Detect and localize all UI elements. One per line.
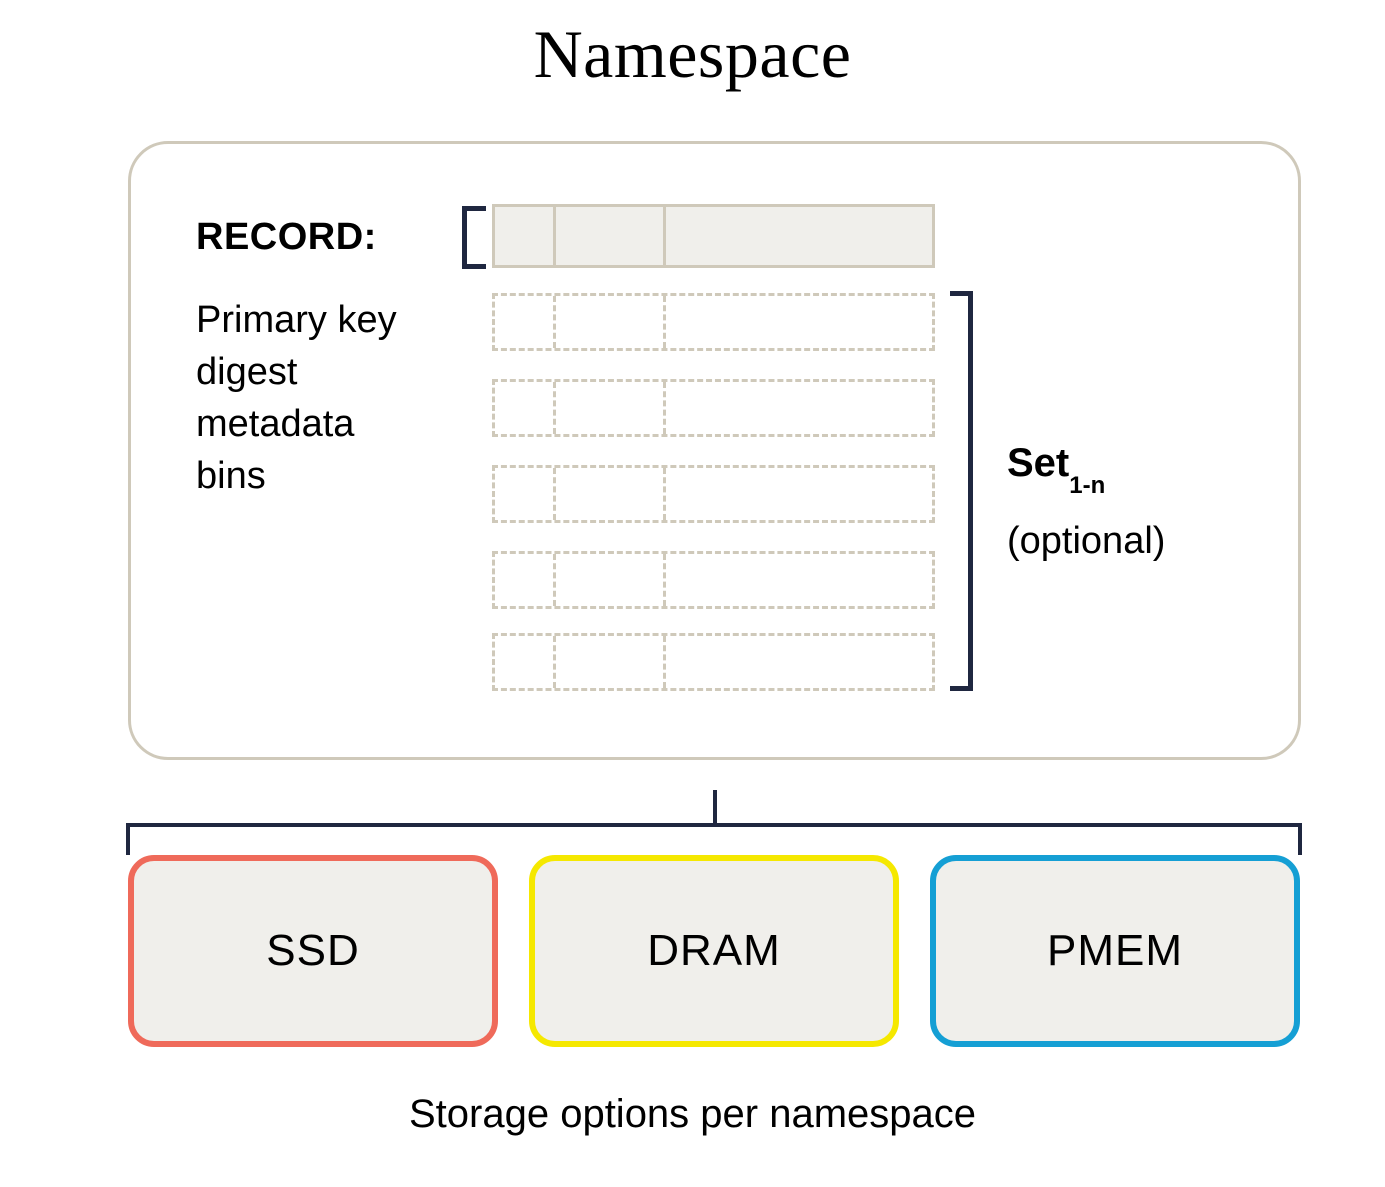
set-label: Set1-n xyxy=(1007,440,1165,501)
set-cell-bins xyxy=(666,296,932,348)
set-cell-primary-key xyxy=(495,296,556,348)
set-cell-primary-key xyxy=(495,554,556,606)
set-cell-digest xyxy=(556,554,666,606)
set-cell-bins xyxy=(666,636,932,688)
square-bracket-close-icon xyxy=(950,291,973,691)
set-record-row xyxy=(492,465,935,523)
set-record-row xyxy=(492,293,935,351)
square-bracket-open-icon xyxy=(462,206,486,269)
set-cell-bins xyxy=(666,382,932,434)
storage-options-row: SSD DRAM PMEM xyxy=(128,855,1300,1047)
connector-stem xyxy=(713,790,717,826)
set-label-subscript: 1-n xyxy=(1069,472,1106,499)
storage-option-pmem[interactable]: PMEM xyxy=(930,855,1300,1047)
set-cell-digest xyxy=(556,468,666,520)
storage-option-ssd[interactable]: SSD xyxy=(128,855,498,1047)
set-cell-primary-key xyxy=(495,382,556,434)
set-cell-digest xyxy=(556,296,666,348)
storage-option-ssd-label: SSD xyxy=(266,926,360,975)
record-cell-bins xyxy=(666,207,932,265)
set-optional-note: (optional) xyxy=(1007,520,1166,562)
record-field-primary-key: Primary key xyxy=(196,299,397,341)
set-record-row xyxy=(492,551,935,609)
record-cell-primary-key xyxy=(495,207,556,265)
record-field-metadata: metadata xyxy=(196,403,355,445)
set-label-block: Set1-n (optional) xyxy=(1007,440,1165,567)
storage-option-dram[interactable]: DRAM xyxy=(529,855,899,1047)
set-cell-primary-key xyxy=(495,468,556,520)
set-cell-digest xyxy=(556,636,666,688)
page-title: Namespace xyxy=(533,16,852,92)
set-label-text: Set xyxy=(1007,441,1070,485)
storage-caption: Storage options per namespace xyxy=(408,1092,977,1136)
storage-option-dram-label: DRAM xyxy=(647,926,781,975)
set-record-row xyxy=(492,633,935,691)
record-cell-digest xyxy=(556,207,666,265)
set-cell-bins xyxy=(666,468,932,520)
set-cell-bins xyxy=(666,554,932,606)
record-label: RECORD: xyxy=(196,216,377,258)
storage-option-pmem-label: PMEM xyxy=(1047,926,1183,975)
record-row-primary xyxy=(492,204,935,268)
record-field-bins: bins xyxy=(196,455,266,497)
connector-bracket xyxy=(126,823,1302,855)
set-cell-primary-key xyxy=(495,636,556,688)
record-field-list: Primary key digest metadata bins xyxy=(196,294,456,502)
set-record-row xyxy=(492,379,935,437)
set-cell-digest xyxy=(556,382,666,434)
record-field-digest: digest xyxy=(196,351,298,393)
